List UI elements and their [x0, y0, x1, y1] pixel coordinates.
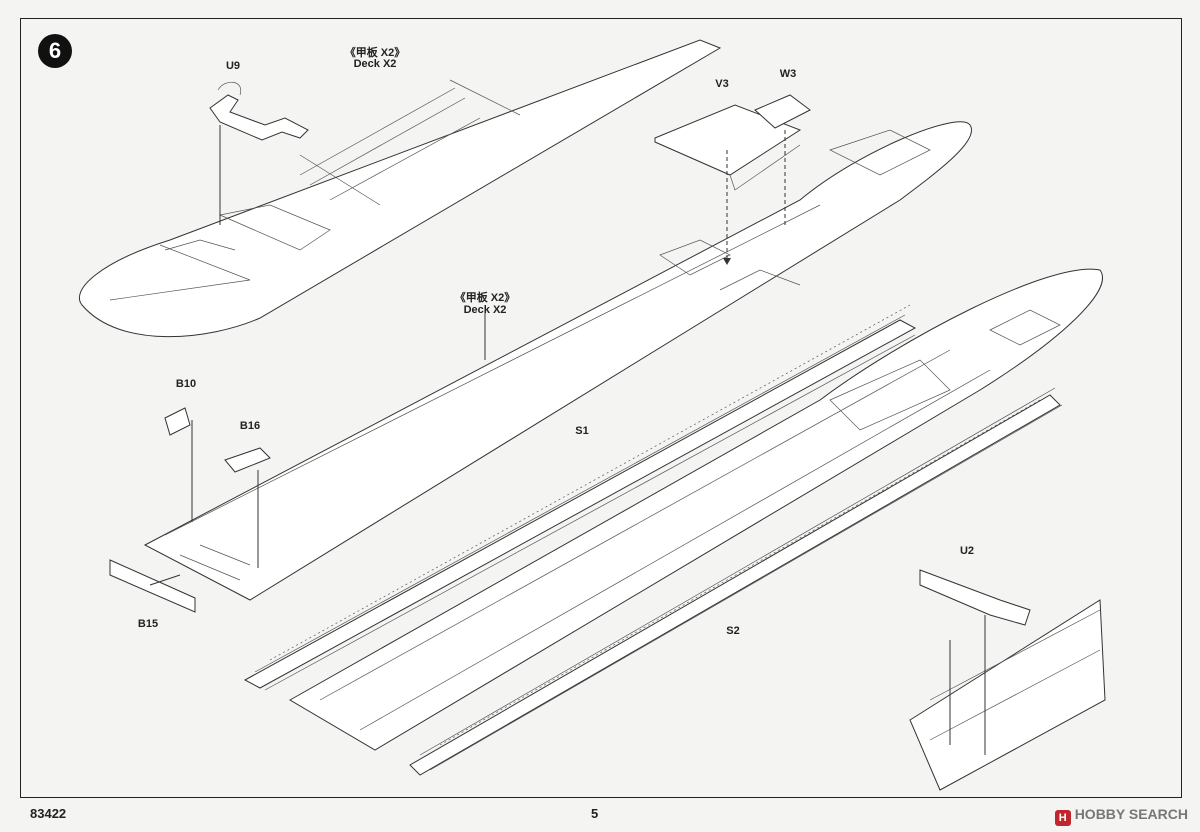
b10-label: B10 — [175, 378, 197, 390]
s1-label: S1 — [575, 425, 589, 437]
part-s1 — [243, 304, 917, 691]
watermark-text: HOBBY SEARCH — [1074, 806, 1188, 822]
deck-x2-main-label-cn: 《甲板 X2》 — [454, 292, 516, 304]
deck-x2-main-label-en: Deck X2 — [463, 304, 507, 316]
part-v3 — [654, 104, 802, 265]
deck-x2-upper-label-cn: 《甲板 X2》 — [344, 47, 406, 59]
part-b15 — [109, 559, 196, 613]
page-border — [20, 18, 1182, 798]
w3-label: W3 — [779, 68, 797, 80]
hobby-search-logo-icon: H — [1054, 810, 1071, 826]
part-u9 — [209, 82, 309, 225]
deck-x2-upper-label-en: Deck X2 — [353, 58, 397, 70]
part-s2 — [409, 387, 1063, 776]
b16-label: B16 — [239, 420, 261, 432]
step-number-badge: 6 — [38, 34, 72, 68]
u9-label: U9 — [225, 60, 241, 72]
part-u2-inset — [909, 569, 1106, 791]
lower-hull-deck — [288, 268, 1103, 751]
part-b10 — [164, 407, 193, 522]
deck-x2-upper — [78, 39, 722, 338]
s2-label: S2 — [726, 625, 740, 637]
kit-number: 83422 — [30, 806, 67, 821]
page-number: 5 — [591, 806, 599, 821]
part-w3 — [754, 94, 811, 225]
part-b16 — [224, 447, 271, 568]
u2-label: U2 — [959, 545, 975, 557]
deck-x2-main — [143, 121, 973, 601]
b15-label: B15 — [137, 618, 159, 630]
v3-label: V3 — [715, 78, 729, 90]
